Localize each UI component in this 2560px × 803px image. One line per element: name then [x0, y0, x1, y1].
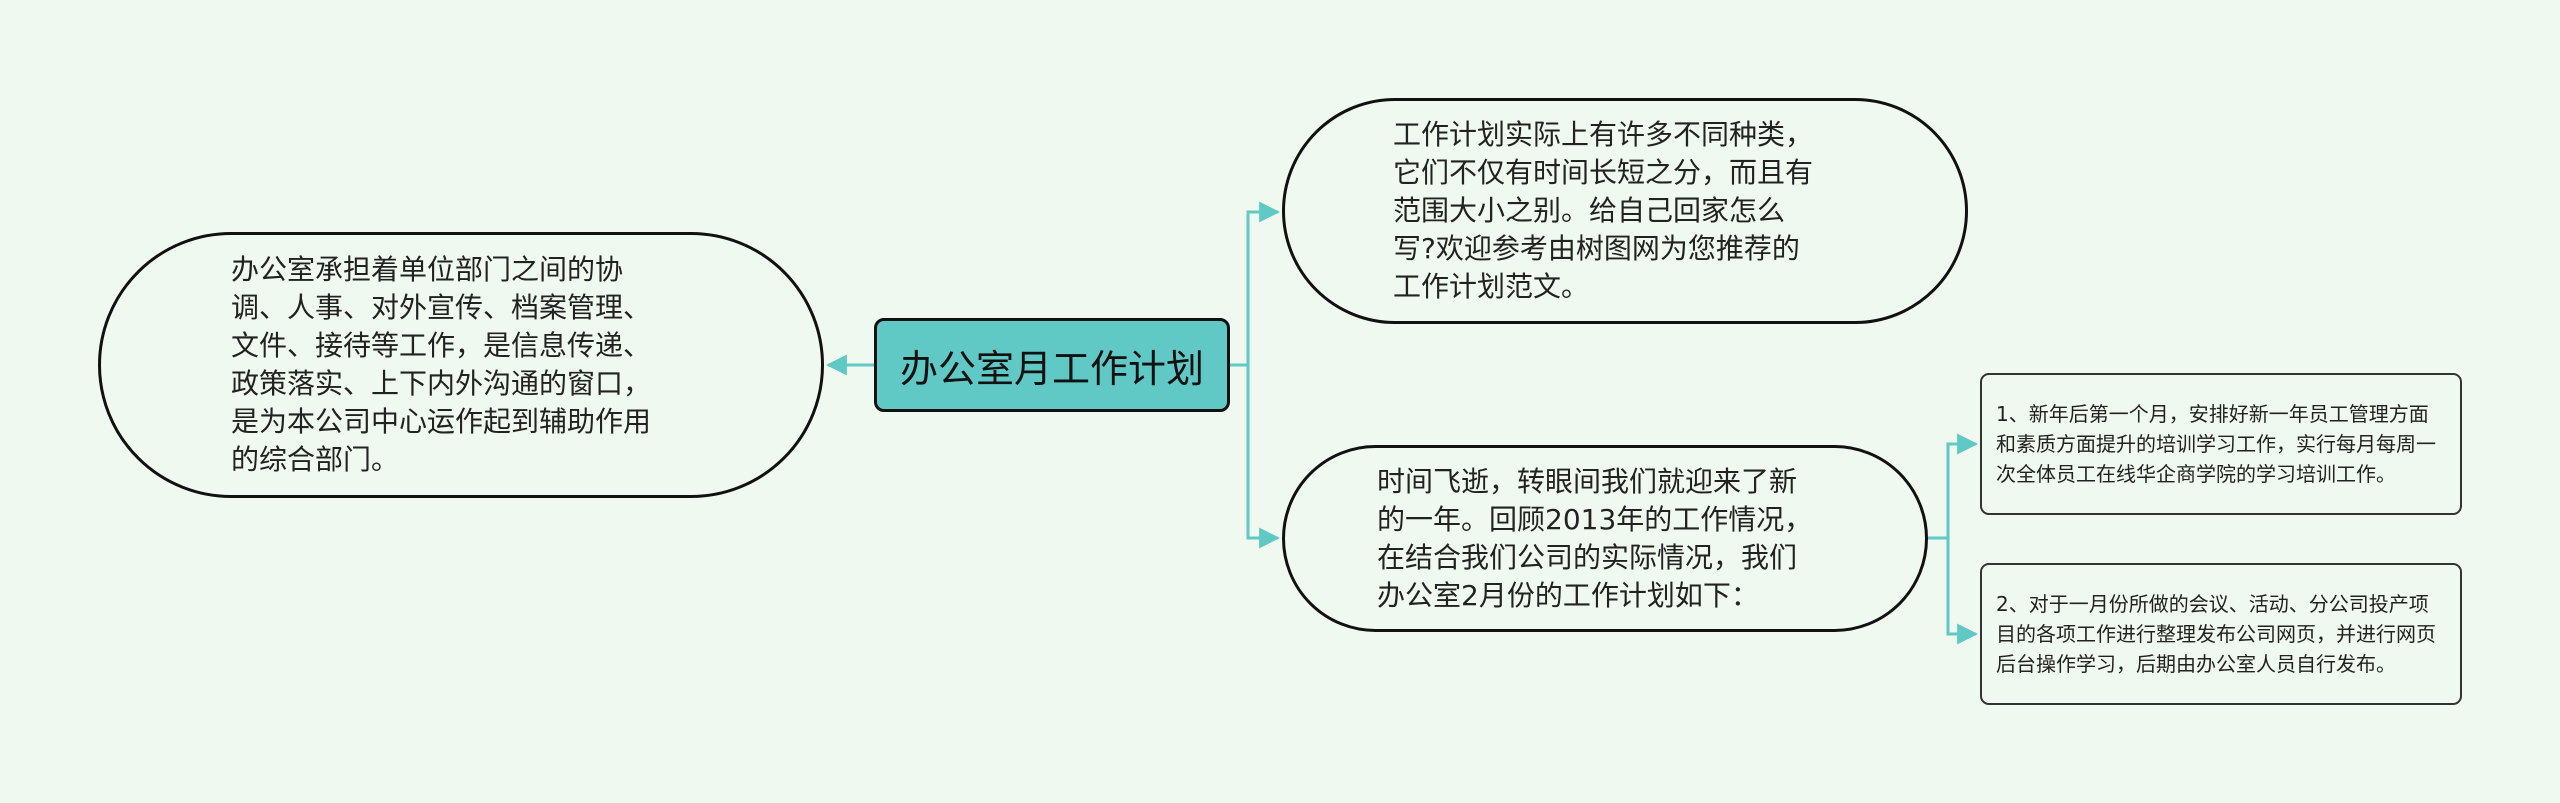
sub-item-1-text: 1、新年后第一个月，安排好新一年员工管理方面和素质方面提升的培训学习工作，实行每…	[1996, 402, 2436, 486]
sub-item-2[interactable]: 2、对于一月份所做的会议、活动、分公司投产项目的各项工作进行整理发布公司网页，并…	[1980, 563, 2462, 705]
right-bottom-node-text: 时间飞逝，转眼间我们就迎来了新的一年。回顾2013年的工作情况，在结合我们公司的…	[1377, 464, 1813, 612]
root-node[interactable]: 办公室月工作计划	[874, 318, 1230, 412]
root-node-label: 办公室月工作计划	[899, 346, 1204, 391]
right-bottom-node[interactable]: 时间飞逝，转眼间我们就迎来了新的一年。回顾2013年的工作情况，在结合我们公司的…	[1282, 445, 1928, 632]
right-top-node[interactable]: 工作计划实际上有许多不同种类，它们不仅有时间长短之分，而且有范围大小之别。给自己…	[1282, 98, 1968, 324]
connector-sub-2	[1946, 538, 1979, 645]
left-node-text: 办公室承担着单位部门之间的协调、人事、对外宣传、档案管理、文件、接待等工作，是信…	[231, 253, 652, 476]
connector-root-right-top	[1230, 201, 1281, 367]
left-node[interactable]: 办公室承担着单位部门之间的协调、人事、对外宣传、档案管理、文件、接待等工作，是信…	[98, 232, 824, 498]
right-top-node-text: 工作计划实际上有许多不同种类，它们不仅有时间长短之分，而且有范围大小之别。给自己…	[1393, 118, 1814, 303]
sub-item-1[interactable]: 1、新年后第一个月，安排好新一年员工管理方面和素质方面提升的培训学习工作，实行每…	[1980, 373, 2462, 515]
connector-sub-1	[1928, 433, 1979, 540]
connector-root-right-bottom	[1246, 365, 1281, 549]
sub-item-2-text: 2、对于一月份所做的会议、活动、分公司投产项目的各项工作进行整理发布公司网页，并…	[1996, 592, 2436, 676]
